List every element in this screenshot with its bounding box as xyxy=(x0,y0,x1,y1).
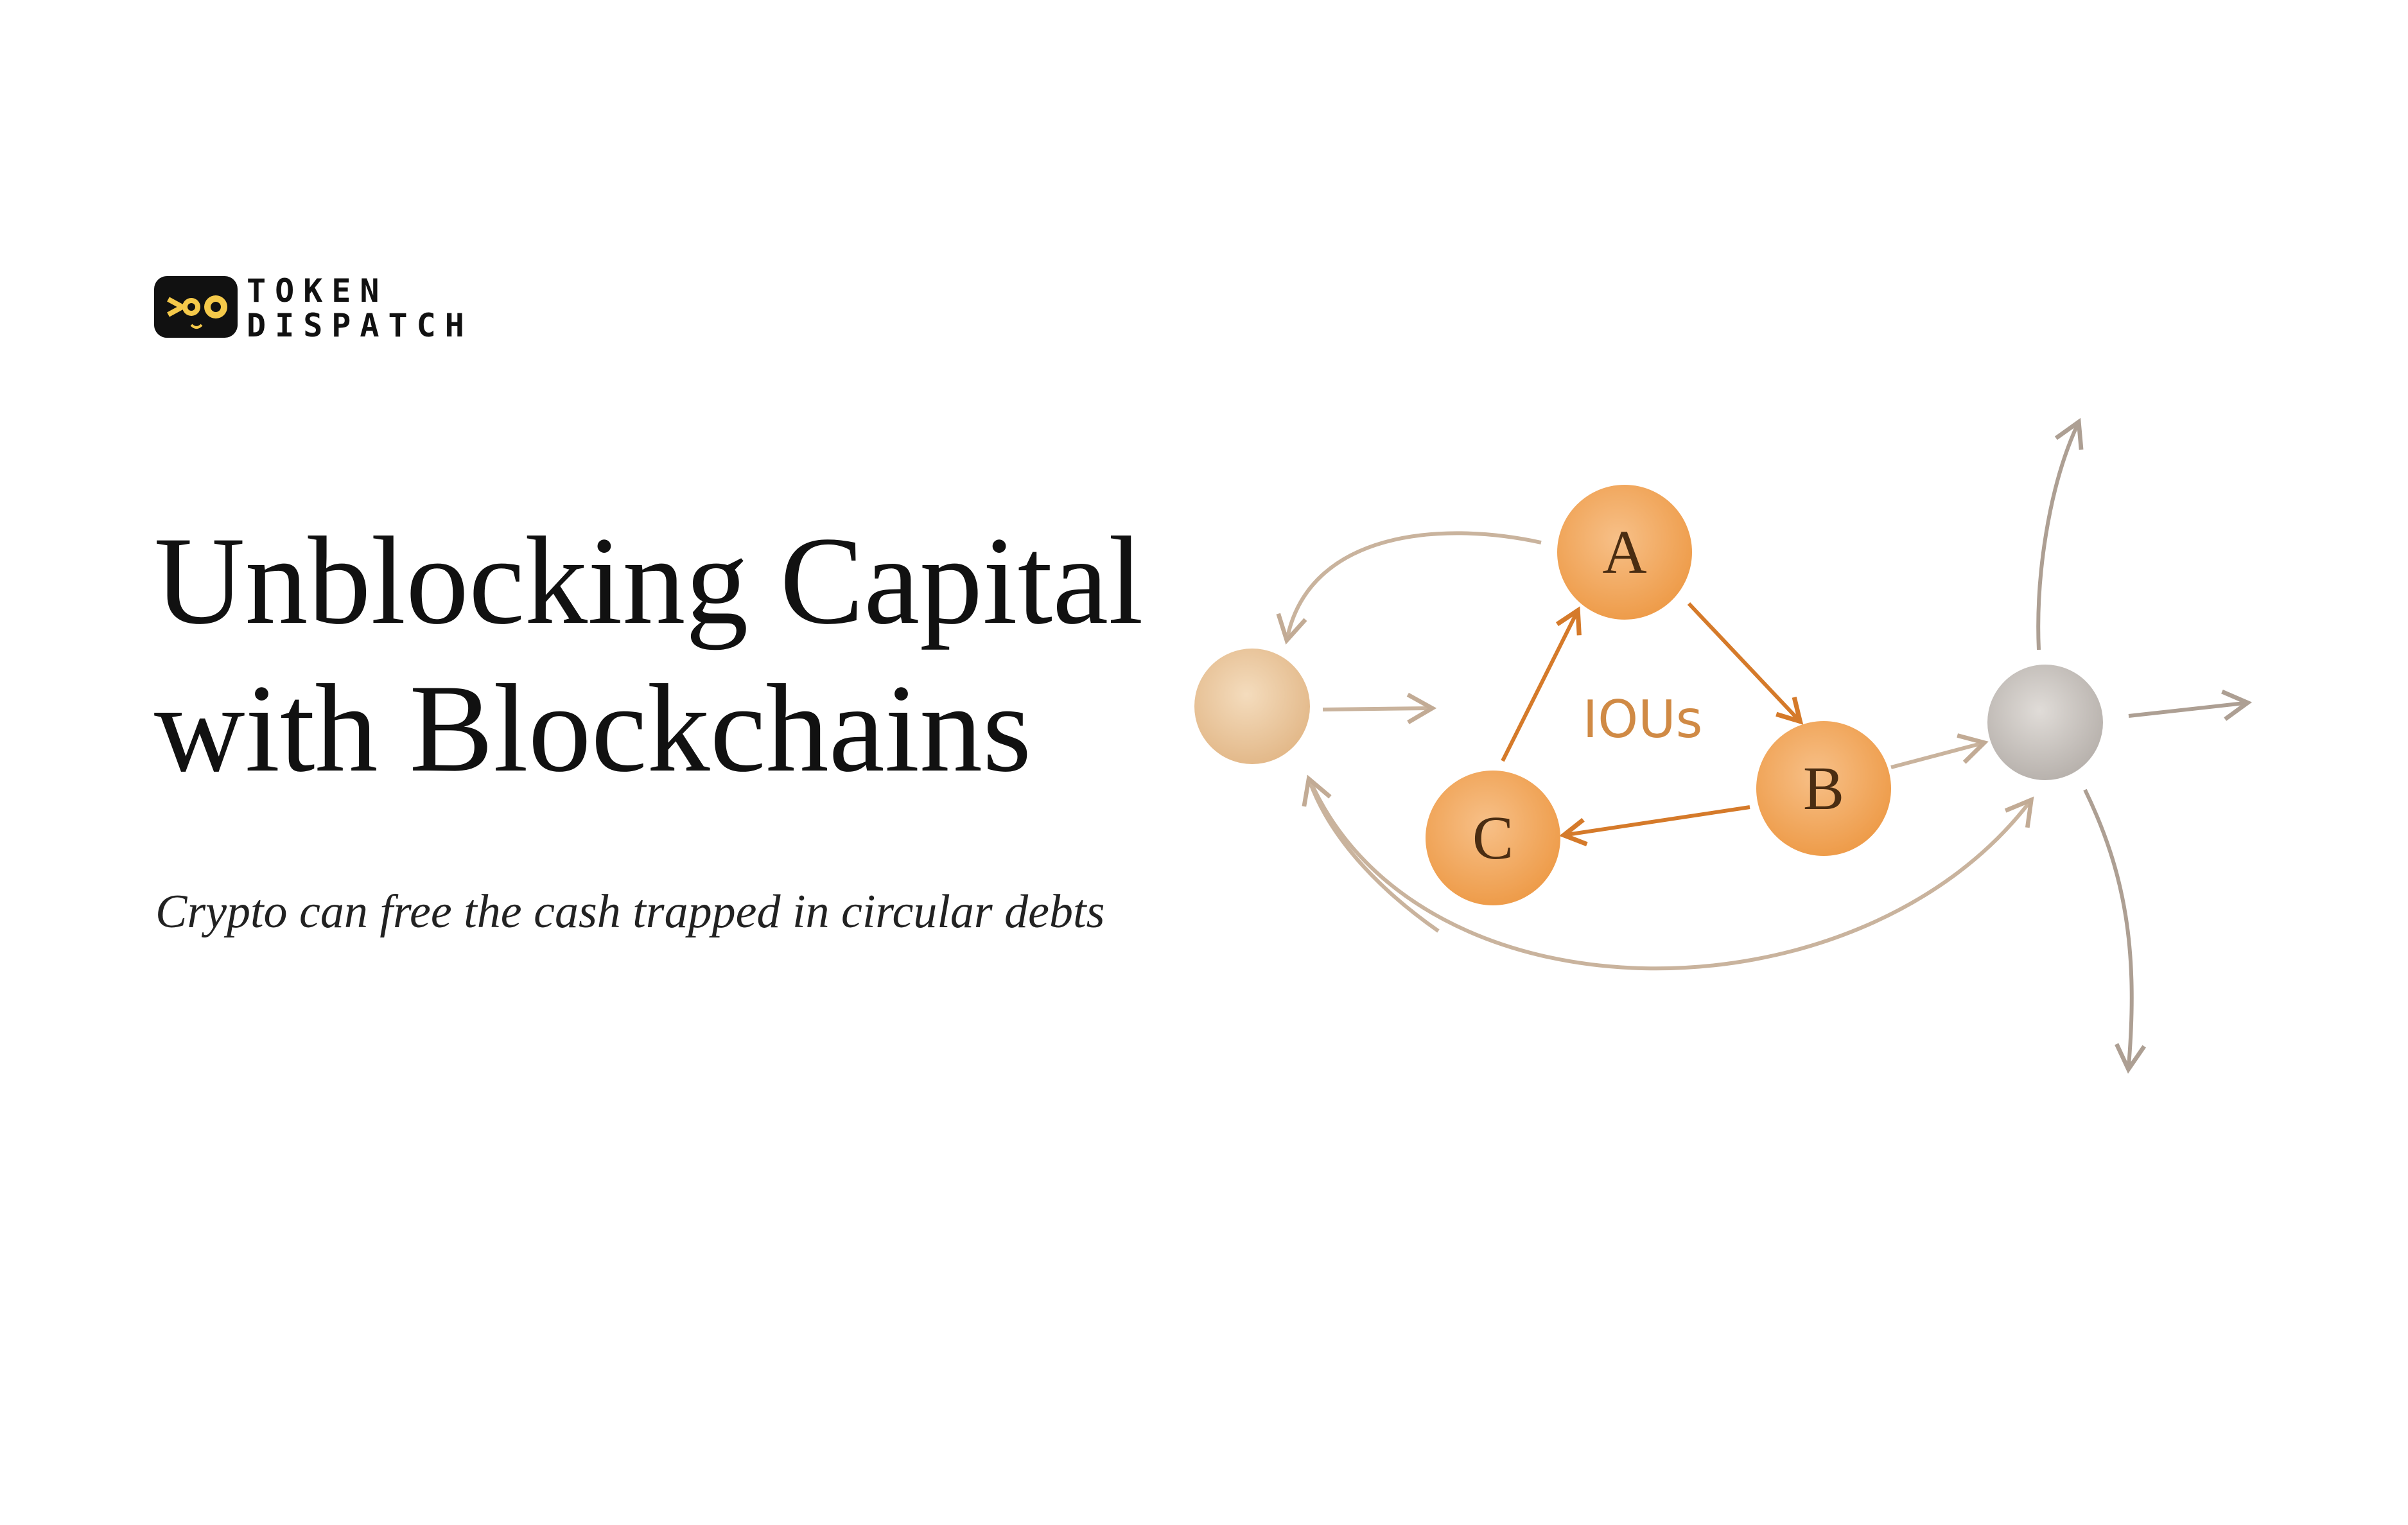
arrow-gray-down xyxy=(2083,789,2146,1074)
brand-line-2: DISPATCH xyxy=(247,307,473,344)
node-c xyxy=(1426,771,1560,905)
left-node xyxy=(1194,649,1310,764)
node-c-label: C xyxy=(1472,803,1514,872)
brand-line-1: TOKEN xyxy=(247,272,388,309)
arrow-loop-bottom xyxy=(1308,779,2034,971)
arrow-a-to-left-node xyxy=(1276,531,1542,645)
node-a-label: A xyxy=(1602,518,1646,586)
iou-center-label: IOUs xyxy=(1583,690,1703,749)
brand-wordmark: TOKEN DISPATCH xyxy=(247,274,473,343)
subtitle: Crypto can free the cash trapped in circ… xyxy=(155,885,1105,938)
eyes-mascot-icon xyxy=(154,276,238,338)
node-b-label: B xyxy=(1803,754,1844,823)
title-line-2: with Blockchains xyxy=(154,659,1032,798)
arrow-gray-up xyxy=(2036,417,2084,650)
arrow-c-to-a xyxy=(1501,606,1582,762)
gray-node xyxy=(1987,665,2103,780)
arrow-loop-bottom-back xyxy=(1302,774,1440,933)
arrow-a-to-b xyxy=(1687,602,1804,725)
arrow-gray-right xyxy=(2128,690,2253,721)
arrow-b-to-gray-node xyxy=(1890,733,1989,769)
arrow-b-to-c xyxy=(1559,805,1750,847)
brand-logo[interactable]: TOKEN DISPATCH xyxy=(154,274,501,347)
node-a xyxy=(1557,485,1692,620)
title-line-1: Unblocking Capital xyxy=(154,511,1144,650)
node-b xyxy=(1756,721,1891,856)
page-title: Unblocking Capital with Blockchains xyxy=(154,507,1220,803)
iou-cycle-diagram: A B C IOUs xyxy=(1194,417,2253,1074)
arrow-left-node-to-center xyxy=(1322,692,1437,724)
